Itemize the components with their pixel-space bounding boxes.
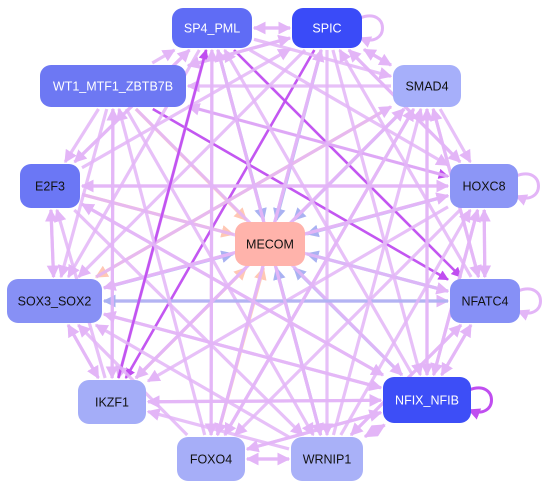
node-box (292, 8, 362, 48)
node-nfatc4[interactable]: NFATC4 (450, 279, 520, 323)
self-loop-hoxc8 (514, 172, 540, 206)
node-label: SPIC (312, 22, 341, 36)
node-box (40, 65, 186, 107)
edges-layer (44, 21, 492, 466)
node-mecom[interactable]: MECOM (235, 222, 305, 266)
edge-sox3_sox2-to-e2f3 (44, 208, 58, 278)
edge-nfatc4-to-hoxc8 (477, 208, 491, 278)
edge-smad4-to-spic (362, 48, 392, 67)
edge-nfix_nfib-to-sp4_pml (223, 48, 414, 376)
node-box (7, 279, 102, 323)
node-box (78, 380, 146, 424)
node-box (235, 222, 305, 266)
self-loop-nfix_nfib (467, 386, 493, 420)
edge-nfix_nfib-to-e2f3 (80, 202, 384, 377)
edge-hoxc8-to-foxo4 (233, 208, 462, 437)
edge-sox3_sox2-to-nfix_nfib (103, 312, 383, 392)
edge-wrnip1-to-hoxc8 (339, 208, 472, 436)
edge-foxo4-to-sp4_pml (205, 48, 219, 436)
edge-smad4-to-hoxc8 (438, 108, 472, 164)
edge-wt1_mtf1_zbtb7b-to-sp4_pml (151, 48, 176, 65)
edge-foxo4-to-smad4 (223, 107, 416, 436)
node-label: SMAD4 (405, 80, 448, 94)
node-label: NFIX_NFIB (395, 394, 459, 408)
edge-spic-to-ikzf1 (124, 49, 316, 379)
node-smad4[interactable]: SMAD4 (393, 65, 461, 107)
node-label: MECOM (246, 238, 294, 252)
node-box (177, 437, 245, 481)
edge-wrnip1-to-ikzf1 (146, 408, 290, 451)
node-e2f3[interactable]: E2F3 (20, 164, 80, 208)
node-ikzf1[interactable]: IKZF1 (78, 380, 146, 424)
node-wrnip1[interactable]: WRNIP1 (291, 437, 363, 481)
edge-nfix_nfib-to-ikzf1 (146, 395, 382, 409)
node-foxo4[interactable]: FOXO4 (177, 437, 245, 481)
self-loop-nfatc4 (516, 287, 542, 321)
node-sox3-sox2[interactable]: SOX3_SOX2 (7, 279, 102, 323)
self-loop-spic (358, 14, 384, 48)
node-wt1-mtf1-zbtb7b[interactable]: WT1_MTF1_ZBTB7B (40, 65, 186, 107)
node-label: WRNIP1 (303, 453, 352, 467)
edge-sox3_sox2-to-smad4 (95, 105, 393, 279)
node-label: SOX3_SOX2 (18, 295, 92, 309)
node-box (291, 437, 363, 481)
edge-wrnip1-to-nfix_nfib (364, 423, 386, 438)
edge-ikzf1-to-sp4_pml (117, 48, 209, 379)
node-box (172, 8, 252, 48)
edge-sp4_pml-to-hoxc8 (249, 48, 450, 167)
node-label: WT1_MTF1_ZBTB7B (53, 80, 173, 94)
edge-wt1_mtf1_zbtb7b-to-nfatc4 (152, 107, 449, 281)
edge-wt1_mtf1_zbtb7b-to-wrnip1 (124, 108, 315, 437)
edge-wt1_mtf1_zbtb7b-to-spic (187, 34, 292, 68)
edge-ikzf1-to-sox3_sox2 (66, 323, 100, 379)
node-label: HOXC8 (462, 180, 505, 194)
edge-wrnip1-to-sox3_sox2 (94, 323, 290, 439)
node-sp4-pml[interactable]: SP4_PML (172, 8, 252, 48)
edge-nfix_nfib-to-nfatc4 (440, 323, 473, 376)
node-box (450, 279, 520, 323)
node-box (20, 164, 80, 208)
node-box (383, 377, 471, 423)
node-label: E2F3 (35, 180, 65, 194)
node-nfix-nfib[interactable]: NFIX_NFIB (383, 377, 471, 423)
node-box (450, 164, 518, 208)
node-box (393, 65, 461, 107)
node-spic[interactable]: SPIC (292, 8, 362, 48)
edge-wrnip1-to-smad4 (331, 107, 425, 436)
edge-e2f3-to-spic (81, 47, 292, 170)
edge-wt1_mtf1_zbtb7b-to-e2f3 (63, 108, 100, 164)
edge-hoxc8-to-ikzf1 (146, 205, 449, 383)
node-label: NFATC4 (462, 295, 509, 309)
node-label: IKZF1 (95, 396, 129, 410)
node-hoxc8[interactable]: HOXC8 (450, 164, 518, 208)
node-label: FOXO4 (190, 453, 232, 467)
edge-ikzf1-to-wt1_mtf1_zbtb7b (106, 107, 120, 379)
node-label: SP4_PML (184, 22, 240, 36)
self-loops-layer (358, 14, 542, 420)
